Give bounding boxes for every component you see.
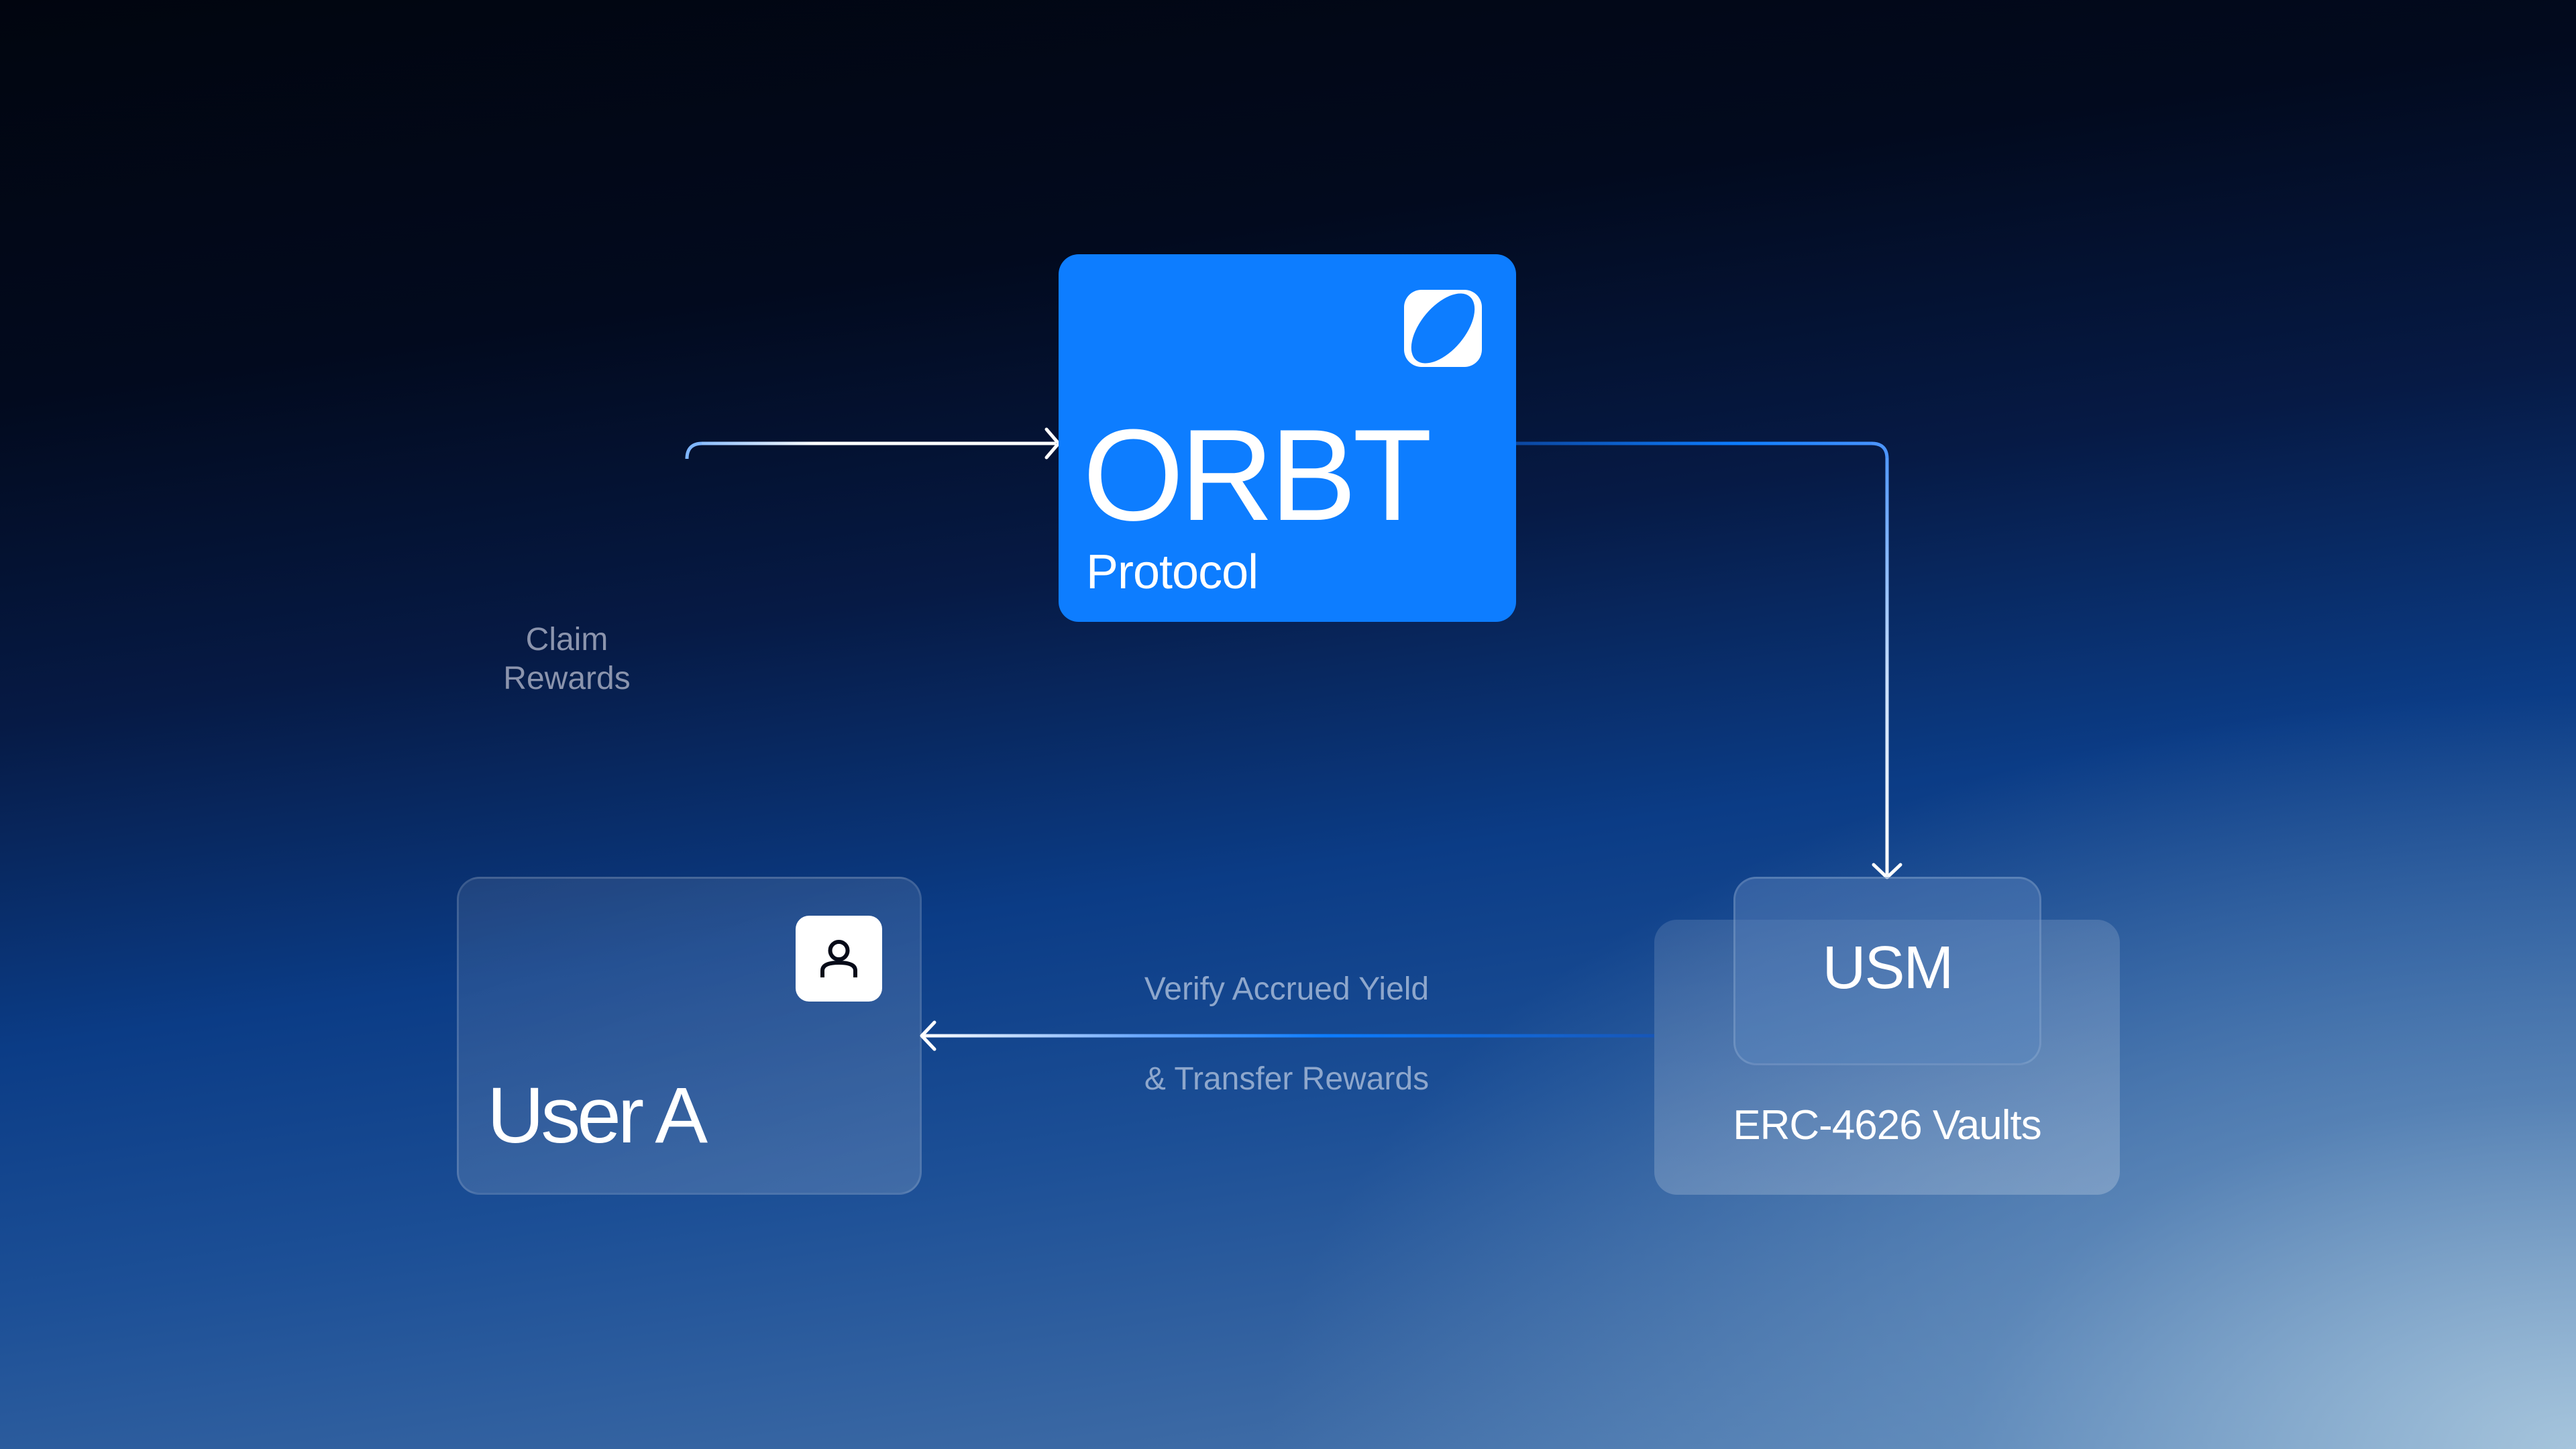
node-title: ERC-4626 Vaults bbox=[1733, 1102, 2041, 1148]
orbt-logo-icon bbox=[1404, 290, 1482, 367]
edge-label-claim-rewards: Claim Rewards bbox=[470, 621, 664, 698]
user-icon bbox=[796, 916, 882, 1002]
edge-label-line: Claim bbox=[525, 622, 608, 657]
node-usm[interactable] bbox=[1733, 877, 2041, 1065]
node-subtitle: Protocol bbox=[1086, 545, 1258, 599]
arrowhead-left-icon bbox=[920, 1020, 936, 1051]
node-title: USM bbox=[1822, 934, 1954, 1002]
edge-label-transfer-rewards: & Transfer Rewards bbox=[1144, 1061, 1430, 1097]
arrowhead-down-icon bbox=[1872, 863, 1902, 879]
connector-user-to-protocol-corner bbox=[685, 441, 703, 460]
node-title: User A bbox=[487, 1071, 708, 1160]
node-title: ORBT bbox=[1083, 402, 1432, 548]
arrowhead-right-icon bbox=[1044, 427, 1061, 460]
edge-label-verify-yield: Verify Accrued Yield bbox=[1144, 971, 1430, 1007]
connector-protocol-to-vault-corner bbox=[1871, 441, 1889, 460]
edge-label-line: Rewards bbox=[503, 661, 631, 696]
